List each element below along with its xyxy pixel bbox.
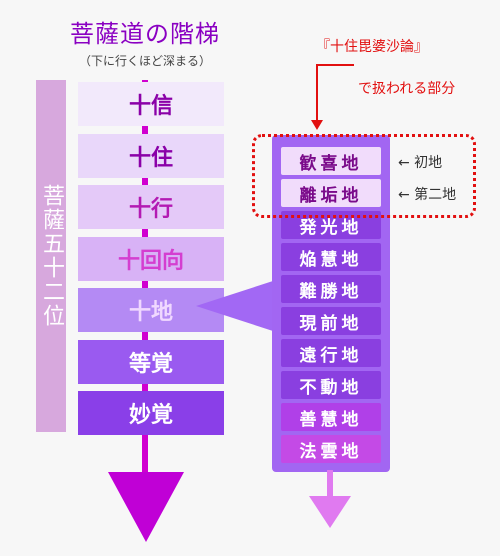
stage-1: 十住 xyxy=(78,133,224,178)
note-connector-vertical xyxy=(316,64,318,122)
highlight-box xyxy=(252,134,476,218)
stage-5: 等覚 xyxy=(78,339,224,384)
down-arrow-icon xyxy=(108,472,184,542)
ground-0: 歓喜地 xyxy=(281,147,381,175)
stage-2: 十行 xyxy=(78,185,224,229)
ground-5: 現前地 xyxy=(281,307,381,335)
stage-0: 十信 xyxy=(78,82,224,126)
down-arrow-small-icon xyxy=(309,496,351,528)
note-connector-horizontal xyxy=(316,64,354,66)
ground-4: 難勝地 xyxy=(281,275,381,303)
side-label-bar: 菩薩五十二位 xyxy=(36,80,66,432)
diagram-subtitle: （下に行くほど深まる） xyxy=(78,54,211,68)
diagram-title: 菩薩道の階梯 xyxy=(70,20,220,48)
ground-8: 善慧地 xyxy=(281,403,381,431)
grounds-arrow-shaft xyxy=(327,470,333,500)
note-arrowhead-icon xyxy=(311,120,323,130)
note-line2: で扱われる部分 xyxy=(358,81,456,97)
ground-7: 不動地 xyxy=(281,371,381,399)
first-ground-label: ← 初地 xyxy=(398,155,443,171)
ground-9: 法雲地 xyxy=(281,435,381,463)
note-line1: 『十住毘婆沙論』 xyxy=(316,39,428,55)
stage-3: 十回向 xyxy=(78,236,224,281)
callout-pointer xyxy=(196,280,276,332)
ground-1: 離垢地 xyxy=(281,179,381,207)
ground-3: 焔慧地 xyxy=(281,243,381,271)
second-ground-label: ← 第二地 xyxy=(398,187,457,203)
ground-6: 遠行地 xyxy=(281,339,381,367)
stage-6: 妙覚 xyxy=(78,391,224,435)
side-label-text: 菩薩五十二位 xyxy=(39,184,64,328)
